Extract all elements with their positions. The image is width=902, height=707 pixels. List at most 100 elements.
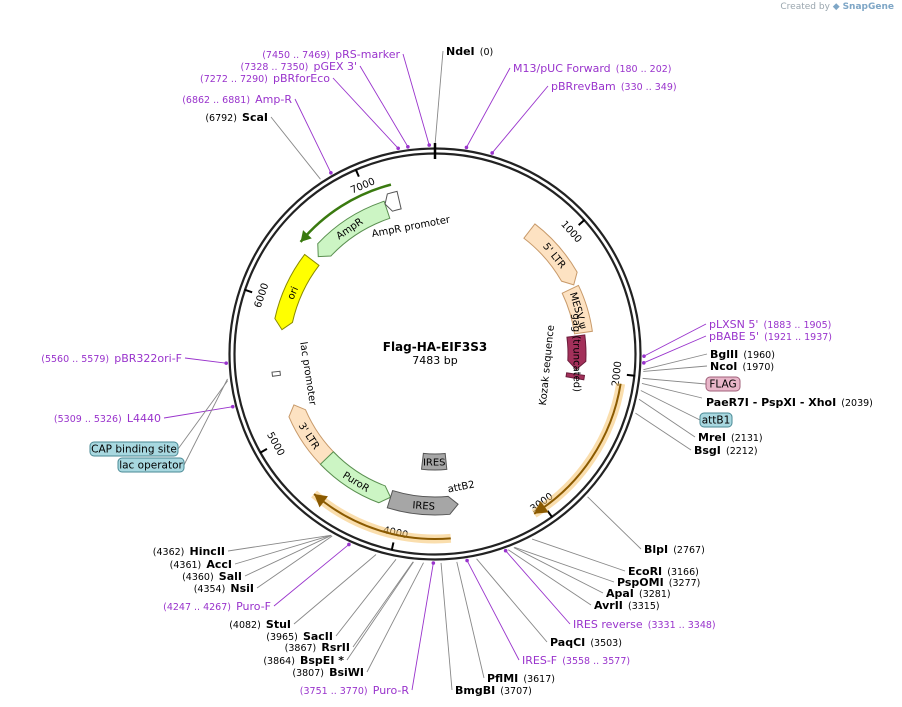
primer-label[interactable]: pBRrevBam (330 .. 349) <box>551 75 677 94</box>
primer-label[interactable]: (4247 .. 4267) Puro-F <box>163 595 271 614</box>
enzyme-label[interactable]: BglII (1960) <box>710 343 775 362</box>
scale-tick <box>354 168 360 178</box>
site-name: BmgBI <box>455 684 495 697</box>
primer-label[interactable]: IRES-F (3558 .. 3577) <box>522 649 630 668</box>
enzyme-label[interactable]: PspOMI (3277) <box>617 571 700 590</box>
primer-label[interactable]: M13/pUC Forward (180 .. 202) <box>513 57 672 76</box>
primer-site-icon <box>347 542 351 547</box>
enzyme-label-xhoi-group[interactable]: PaeR7I - PspXI - XhoI (2039) <box>706 391 873 410</box>
feature-box-label: FLAG <box>709 379 736 391</box>
enzyme-label[interactable]: BlpI (2767) <box>644 538 705 557</box>
feature-box-flag[interactable] <box>705 376 741 392</box>
leader-line <box>643 335 707 364</box>
site-position: (1960) <box>743 350 775 361</box>
primer-label[interactable]: IRES reverse (3331 .. 3348) <box>573 613 716 632</box>
site-name: Puro-F <box>236 600 271 613</box>
feature-ires[interactable] <box>386 489 459 516</box>
enzyme-label[interactable]: NdeI (0) <box>446 40 493 59</box>
eif3s3-orf-line <box>533 383 622 515</box>
enzyme-label[interactable]: (3807) BsiWI <box>292 661 364 680</box>
site-position: (2212) <box>726 446 758 457</box>
feature-gag-truncated-[interactable] <box>566 334 587 371</box>
leader-line <box>346 561 414 661</box>
feature-lac-promoter[interactable] <box>271 370 282 377</box>
site-name: IRES reverse <box>573 618 643 631</box>
feature-5-ltr[interactable] <box>523 223 578 286</box>
primer-site-icon <box>642 361 646 365</box>
site-position: (3166) <box>667 567 699 578</box>
feature-ires-inner[interactable] <box>420 452 448 471</box>
leader-line <box>466 560 520 661</box>
attb2-label: attB2 <box>447 479 476 495</box>
leader-line <box>638 398 696 438</box>
site-name: PaqCI <box>550 636 585 649</box>
site-position: (4082) <box>229 620 261 631</box>
primer-site-icon <box>464 145 469 150</box>
enzyme-label[interactable]: NcoI (1970) <box>710 355 774 374</box>
site-position: (6862 .. 6881) <box>182 95 250 106</box>
primer-label[interactable]: (5560 .. 5579) pBR322ori-F <box>41 347 182 366</box>
site-position: (3864) <box>263 656 295 667</box>
feature-ampr[interactable] <box>317 200 391 258</box>
feature-ampr-promoter[interactable] <box>384 190 402 212</box>
enzyme-label[interactable]: (4361) AccI <box>170 553 232 572</box>
credit-prefix: Created by <box>780 2 830 12</box>
primer-label[interactable]: (5309 .. 5326) L4440 <box>54 407 161 426</box>
site-name: M13/pUC Forward <box>513 62 611 75</box>
enzyme-label[interactable]: (4082) StuI <box>229 613 291 632</box>
site-name: SalI <box>219 570 242 583</box>
leader-line <box>640 390 701 421</box>
enzyme-label[interactable]: PflMI (3617) <box>487 667 555 686</box>
enzyme-label[interactable]: BsgI (2212) <box>694 439 758 458</box>
site-position: (4354) <box>194 584 226 595</box>
site-name: ScaI <box>242 111 268 124</box>
site-name: NcoI <box>710 360 737 373</box>
feature-box-attb1[interactable] <box>699 412 733 428</box>
enzyme-label[interactable]: (3965) SacII <box>266 625 333 644</box>
enzyme-label[interactable]: (3864) BspEI * <box>263 649 344 668</box>
primer-label[interactable]: (7272 .. 7290) pBRforEco <box>200 67 330 86</box>
leader-line <box>411 562 434 691</box>
primer-label[interactable]: (6862 .. 6881) Amp-R <box>182 88 292 107</box>
scale-tick-label: 6000 <box>253 282 272 310</box>
enzyme-label[interactable]: (6792) ScaI <box>205 106 268 125</box>
scale-tick-label: 5000 <box>264 430 286 458</box>
primer-label[interactable]: pLXSN 5' (1883 .. 1905) <box>709 313 831 332</box>
enzyme-label[interactable]: PaqCI (3503) <box>550 631 622 650</box>
feature-puror[interactable] <box>319 451 392 504</box>
feature-3-ltr[interactable] <box>288 404 339 470</box>
site-position: (1970) <box>742 362 774 373</box>
enzyme-label[interactable]: EcoRI (3166) <box>628 560 699 579</box>
enzyme-label[interactable]: (4354) NsiI <box>194 577 254 596</box>
site-name: pGEX 3' <box>313 60 357 73</box>
primer-label[interactable]: (3751 .. 3770) Puro-R <box>300 679 410 698</box>
primer-site-icon <box>406 144 410 149</box>
scale-tick <box>244 288 253 294</box>
enzyme-label[interactable]: BmgBI (3707) <box>455 679 532 698</box>
feature-ha[interactable] <box>565 372 586 381</box>
site-name: L4440 <box>127 412 161 425</box>
site-position: (4361) <box>170 560 202 571</box>
enzyme-label[interactable]: (4362) HincII <box>153 540 225 559</box>
primer-label[interactable]: (7450 .. 7469) pRS-marker <box>262 43 400 62</box>
site-name: EcoRI <box>628 565 662 578</box>
site-position: (7450 .. 7469) <box>262 50 330 61</box>
enzyme-label[interactable]: MreI (2131) <box>698 426 763 445</box>
enzyme-label[interactable]: (3867) RsrII <box>285 636 350 655</box>
primer-label[interactable]: pBABE 5' (1921 .. 1937) <box>709 325 832 344</box>
enzyme-label[interactable]: ApaI (3281) <box>606 582 671 601</box>
enzyme-label[interactable]: (4360) SalI <box>182 565 242 584</box>
site-name: pBRrevBam <box>551 80 616 93</box>
primer-label[interactable]: (7328 .. 7350) pGEX 3' <box>241 55 357 74</box>
feature-box-cap-binding-site[interactable] <box>89 441 179 457</box>
feature-label: IRES <box>412 500 435 513</box>
feature-box-lac-operator[interactable] <box>117 457 185 473</box>
enzyme-label[interactable]: AvrII (3315) <box>594 594 660 613</box>
leader-lines <box>163 50 708 691</box>
plasmid-name: Flag-HA-EIF3S3 <box>383 340 488 354</box>
feature-mesv-[interactable] <box>561 284 593 335</box>
feature-ori[interactable] <box>274 253 320 331</box>
scale-tick <box>626 373 635 377</box>
primer-site-icon <box>642 354 646 358</box>
leader-line <box>293 554 377 625</box>
